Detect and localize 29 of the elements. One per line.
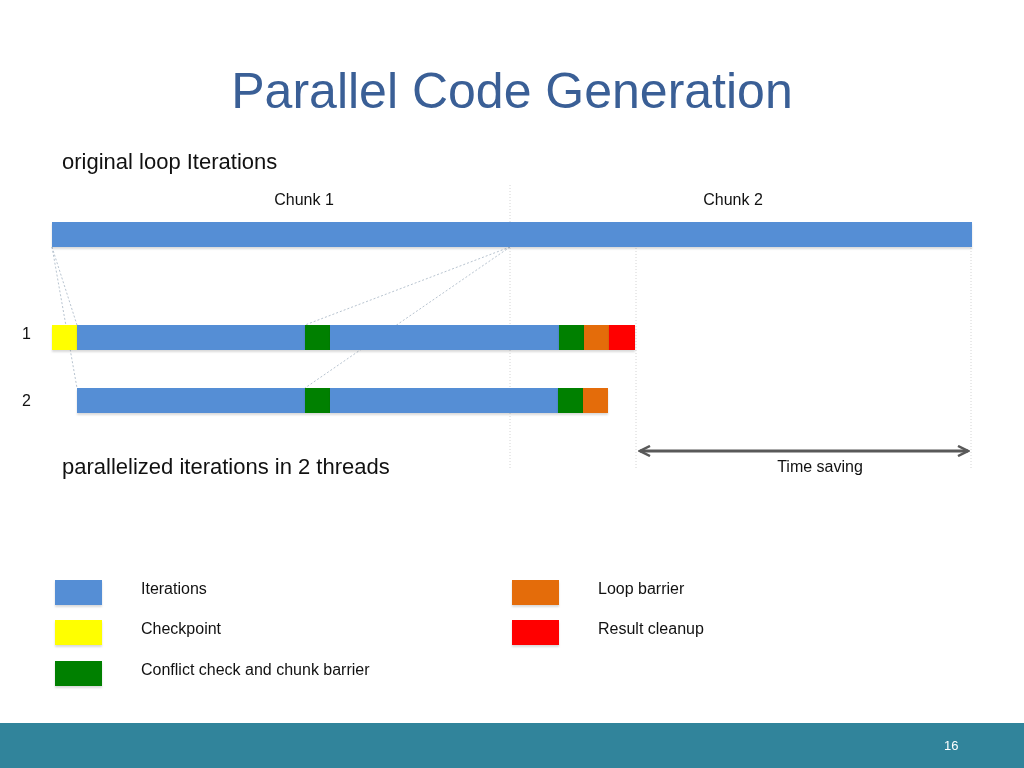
legend-label: Checkpoint <box>141 620 222 638</box>
leader-line <box>51 246 78 389</box>
progress-bar-segment <box>52 222 972 247</box>
leader-line <box>304 246 511 389</box>
chunk-label: Chunk 1 <box>274 191 334 209</box>
progress-bar-segment <box>52 325 77 350</box>
progress-bar-segment <box>330 325 559 350</box>
legend-label: Result cleanup <box>598 620 704 638</box>
progress-bar-segment <box>305 388 330 413</box>
progress-bar-segment <box>77 325 305 350</box>
progress-bar-segment <box>330 388 558 413</box>
time-saving-label: Time saving <box>777 458 863 476</box>
slide-title: Parallel Code Generation <box>230 62 794 120</box>
thread-number: 1 <box>22 325 31 343</box>
progress-bar-segment <box>583 388 608 413</box>
progress-bar-segment <box>305 325 330 350</box>
legend-label: Conflict check and chunk barrier <box>141 661 370 679</box>
thread-number: 2 <box>22 392 31 410</box>
progress-bar-segment <box>609 325 635 350</box>
progress-bar-segment <box>558 388 583 413</box>
progress-bar-segment <box>559 325 584 350</box>
caption-text: original loop Iterations <box>62 149 278 175</box>
caption-text: parallelized iterations in 2 threads <box>62 454 390 480</box>
legend-label: Iterations <box>141 580 207 598</box>
chunk-label: Chunk 2 <box>703 191 763 209</box>
page-number: 16 <box>944 738 959 753</box>
progress-bar-segment <box>584 325 609 350</box>
legend-label: Loop barrier <box>598 580 685 598</box>
progress-bar-segment <box>77 388 305 413</box>
